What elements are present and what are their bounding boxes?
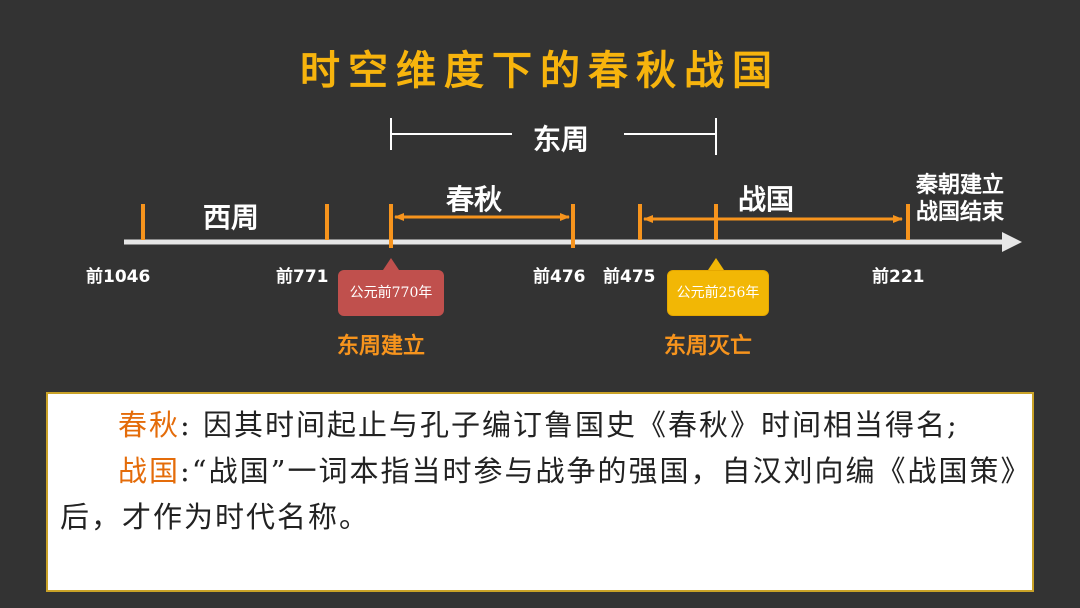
- chunqiu-term: 春秋: [118, 408, 181, 442]
- timeline-arrowhead: [1002, 232, 1022, 252]
- zhanguo-term: 战国: [118, 454, 181, 488]
- date-label-476: 前476: [533, 267, 586, 287]
- event-eastern-zhou-fall: 东周灭亡: [664, 334, 753, 359]
- qin-founding-line2: 战国结束: [916, 200, 1005, 225]
- qin-founding-line1: 秦朝建立: [916, 173, 1005, 198]
- chunqiu-definition: 春秋: 因其时间起止与孔子编订鲁国史《春秋》时间相当得名;: [60, 402, 1022, 448]
- event-eastern-zhou-founded: 东周建立: [337, 334, 426, 359]
- date-label-1046: 前1046: [86, 267, 151, 287]
- qin-founding-label: 秦朝建立 战国结束: [916, 172, 1004, 226]
- page-title: 时空维度下的春秋战国: [300, 47, 780, 94]
- callout-256-bce: 公元前256年: [667, 270, 769, 316]
- chunqiu-label: 春秋: [446, 183, 503, 216]
- chunqiu-text: : 因其时间起止与孔子编订鲁国史《春秋》时间相当得名;: [180, 408, 959, 442]
- date-label-771: 前771: [276, 267, 329, 287]
- zhanguo-text: :“战国”一词本指当时参与战争的强国，自汉刘向编《战国策》后，才作为时代名称。: [60, 454, 1017, 534]
- callout-770-bce: 公元前770年: [338, 270, 444, 316]
- date-label-475: 前475: [603, 267, 656, 287]
- eastern-zhou-label: 东周: [533, 123, 590, 156]
- zhanguo-definition: 战国:“战国”一词本指当时参与战争的强国，自汉刘向编《战国策》后，才作为时代名称…: [60, 448, 1022, 540]
- date-label-221: 前221: [872, 267, 925, 287]
- callout-left-pointer: [383, 258, 399, 270]
- description-box: 春秋: 因其时间起止与孔子编订鲁国史《春秋》时间相当得名; 战国:“战国”一词本…: [46, 392, 1034, 592]
- callout-right-pointer: [708, 258, 724, 270]
- western-zhou-label: 西周: [203, 201, 260, 234]
- zhanguo-label: 战国: [738, 183, 795, 216]
